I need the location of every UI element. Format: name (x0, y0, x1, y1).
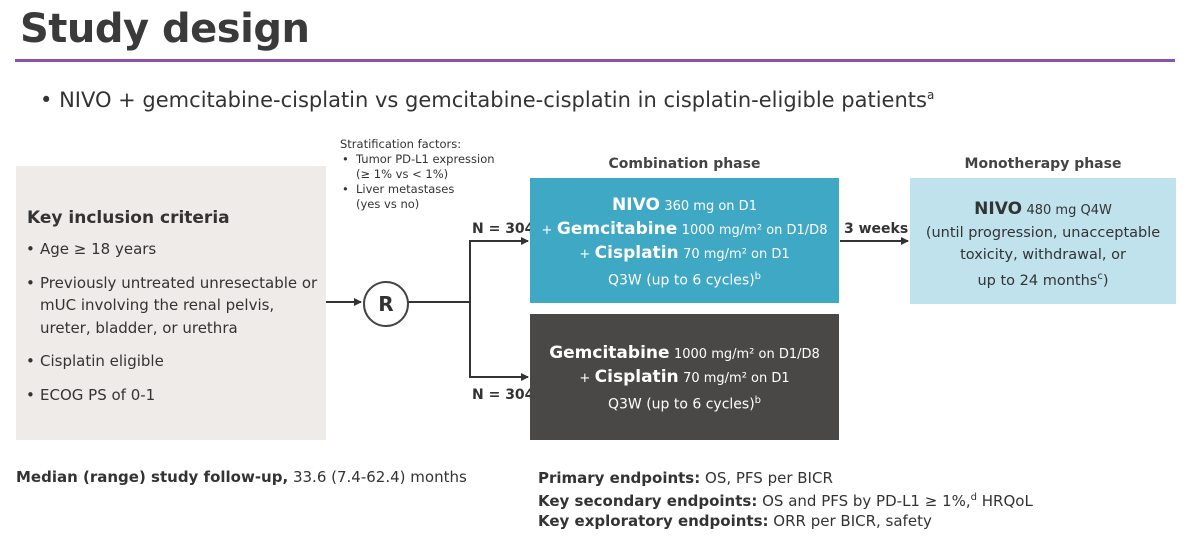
inclusion-item: Age ≥ 18 years (26, 238, 322, 261)
bullet-footnote: a (926, 88, 935, 102)
page-title: Study design (20, 6, 310, 52)
drug-gemcitabine: Gemcitabine (549, 343, 670, 363)
n-top-label: N = 304 (472, 221, 535, 237)
control-schedule: Q3W (up to 6 cycles) (607, 396, 755, 413)
endpoints-block: Primary endpoints: OS, PFS per BICR Key … (538, 468, 1033, 531)
drug-nivo: NIVO (974, 199, 1023, 219)
monotherapy-phase-heading: Monotherapy phase (964, 156, 1122, 172)
inclusion-item: ECOG PS of 0-1 (26, 384, 322, 407)
control-arm-box: Gemcitabine 1000 mg/m² on D1/D8 + Cispla… (530, 314, 839, 440)
inclusion-item: Cisplatin eligible (26, 350, 322, 373)
stratification-factors: Stratification factors: Tumor PD-L1 expr… (340, 137, 495, 212)
drug-nivo: NIVO (612, 195, 660, 215)
bullet-dot: • (40, 88, 60, 112)
secondary-endpoints: Key secondary endpoints: OS and PFS by P… (538, 492, 1033, 510)
n-bottom-label: N = 304 (472, 387, 535, 403)
title-divider (15, 59, 1175, 62)
bullet-text: NIVO + gemcitabine-cisplatin vs gemcitab… (59, 88, 927, 112)
drug-gemcitabine: Gemcitabine (556, 219, 678, 239)
combo-schedule: Q3W (up to 6 cycles) (607, 272, 755, 289)
transition-label: 3 weeks (844, 221, 909, 237)
combination-phase-heading: Combination phase (608, 156, 761, 172)
strat-item: Tumor PD-L1 expression(≥ 1% vs < 1%) (340, 152, 495, 182)
inclusion-item: Previously untreated unresectable or mUC… (26, 272, 322, 340)
drug-cisplatin: Cisplatin (594, 367, 679, 387)
drug-cisplatin: Cisplatin (594, 243, 679, 263)
strat-item: Liver metastases(yes vs no) (340, 182, 495, 212)
monotherapy-box: NIVO 480 mg Q4W (until progression, unac… (910, 178, 1176, 304)
primary-endpoints: Primary endpoints: OS, PFS per BICR (538, 469, 833, 487)
inclusion-title: Key inclusion criteria (27, 208, 230, 228)
inclusion-criteria-box: Key inclusion criteria Age ≥ 18 years Pr… (16, 166, 326, 440)
nivo-combo-arm-box: NIVO 360 mg on D1 + Gemcitabine 1000 mg/… (530, 178, 839, 303)
follow-up-text: Median (range) study follow-up, 33.6 (7.… (16, 468, 467, 486)
randomization-circle: R (363, 281, 409, 327)
exploratory-endpoints: Key exploratory endpoints: ORR per BICR,… (538, 512, 932, 530)
inclusion-list: Age ≥ 18 years Previously untreated unre… (26, 238, 322, 417)
stratification-heading: Stratification factors: (340, 137, 462, 151)
design-summary-bullet: • NIVO + gemcitabine-cisplatin vs gemcit… (40, 88, 934, 112)
